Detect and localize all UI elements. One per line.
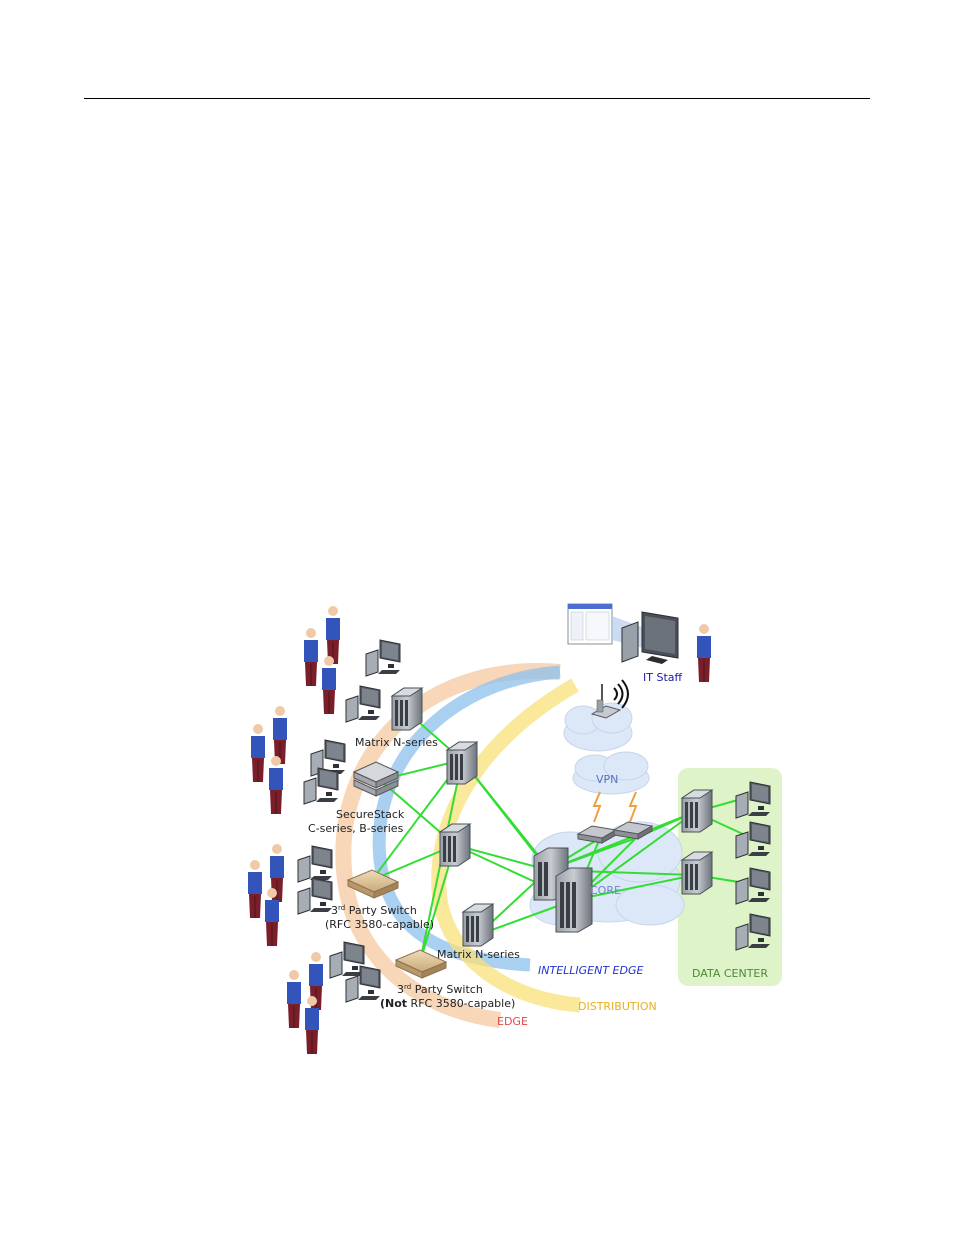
label-third-party-1-rfc: (RFC 3580-capable) xyxy=(325,918,434,931)
label-distribution: DISTRIBUTION xyxy=(578,1000,657,1013)
pc-group4-a xyxy=(330,942,364,978)
label-third-party-1-sup: rd xyxy=(338,904,345,912)
label-vpn: VPN xyxy=(596,773,618,786)
user-g1-3 xyxy=(322,656,336,714)
label-it-staff: IT Staff xyxy=(643,671,682,684)
user-g2-1 xyxy=(273,706,287,764)
pc-group4-b xyxy=(346,966,380,1002)
user-g4-2 xyxy=(287,970,301,1028)
label-securestack-1: SecureStack xyxy=(336,808,405,821)
label-third-party-1: 3rd Party Switch xyxy=(331,904,417,917)
label-third-party-2-rfc: (Not RFC 3580-capable) xyxy=(380,997,515,1010)
pc-group1-a xyxy=(366,640,400,676)
label-third-party-2-rest: RFC 3580-capable) xyxy=(407,997,515,1010)
label-third-party-2-text: Party Switch xyxy=(411,983,483,996)
label-third-party-2-not: (Not xyxy=(380,997,407,1010)
matrix-bottom-switch xyxy=(463,904,493,946)
core-switch-2 xyxy=(556,868,592,932)
label-edge: EDGE xyxy=(497,1015,528,1028)
pc-group3-a xyxy=(298,846,332,882)
user-g2-3 xyxy=(269,756,283,814)
label-data-center: DATA CENTER xyxy=(692,967,768,980)
label-third-party-2-num: 3 xyxy=(397,983,404,996)
matrix-top-edge-switch xyxy=(392,688,422,730)
user-g1-2 xyxy=(304,628,318,686)
label-core: CORE xyxy=(590,884,621,897)
pc-group1-b xyxy=(346,686,380,722)
dc-server-top xyxy=(682,790,712,832)
label-securestack-2: C-series, B-series xyxy=(308,822,404,835)
label-third-party-1-text: Party Switch xyxy=(345,904,417,917)
it-staff-monitor xyxy=(622,612,678,664)
distribution-switch-middle xyxy=(440,824,470,866)
vpn-links xyxy=(594,792,636,822)
label-matrix-top: Matrix N-series xyxy=(355,736,438,749)
user-g1-1 xyxy=(326,606,340,664)
pc-group2-b xyxy=(304,768,338,804)
distribution-switch-top xyxy=(447,742,477,784)
dc-server-bottom xyxy=(682,852,712,894)
user-g3-2 xyxy=(248,860,262,918)
user-g2-2 xyxy=(251,724,265,782)
label-third-party-1-num: 3 xyxy=(331,904,338,917)
label-intelligent-edge: INTELLIGENT EDGE xyxy=(538,964,644,977)
label-third-party-2-sup: rd xyxy=(404,983,411,991)
it-staff-person xyxy=(697,624,711,682)
label-matrix-bottom: Matrix N-series xyxy=(437,948,520,961)
pc-group3-b xyxy=(298,878,332,914)
